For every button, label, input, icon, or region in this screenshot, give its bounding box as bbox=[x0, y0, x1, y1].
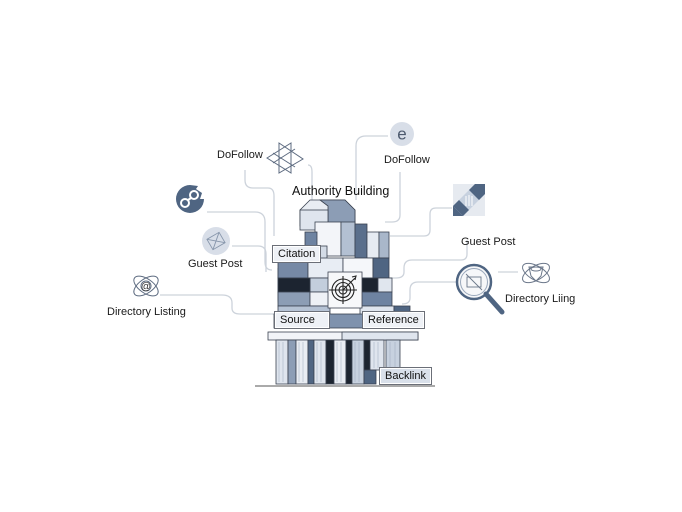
backlink-tag: Backlink bbox=[379, 367, 432, 385]
magnifier-envelope-icon bbox=[455, 263, 505, 315]
node-label-dofollow-left: DoFollow bbox=[217, 149, 263, 161]
svg-text:@: @ bbox=[141, 282, 151, 293]
node-label-directory-liing: Directory Liing bbox=[505, 293, 576, 305]
node-label-guest-post-right: Guest Post bbox=[461, 236, 516, 248]
target-arrow-icon bbox=[329, 275, 357, 304]
building-diamond-icon bbox=[453, 184, 485, 216]
triangle-knot-icon bbox=[266, 142, 304, 174]
shield-atom-icon bbox=[522, 262, 550, 284]
letter-e-icon: e bbox=[390, 122, 414, 146]
chain-link-badge-icon bbox=[176, 185, 204, 213]
diagram-title: Authority Building bbox=[292, 184, 390, 198]
at-sign-atom-icon: @ bbox=[133, 275, 159, 297]
node-label-guest-post-left: Guest Post bbox=[188, 258, 243, 270]
node-label-directory-listing: Directory Listing bbox=[107, 306, 186, 318]
node-label-dofollow-right: DoFollow bbox=[384, 154, 430, 166]
source-tag: Source bbox=[274, 311, 330, 329]
reference-tag: Reference bbox=[362, 311, 425, 329]
envelope-circle-icon bbox=[202, 227, 230, 255]
citation-tag: Citation bbox=[272, 245, 322, 263]
svg-text:e: e bbox=[397, 125, 406, 144]
